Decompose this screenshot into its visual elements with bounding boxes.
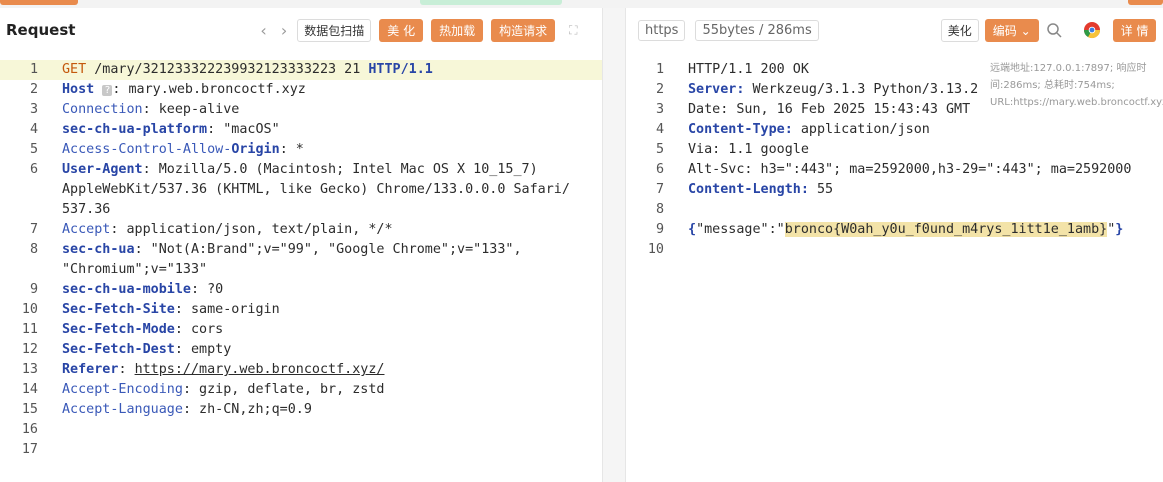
code-line: 9{"message":"bronco{W0ah_y0u_f0und_m4rys… <box>655 222 1124 237</box>
protocol-tag: https <box>638 19 686 41</box>
code-line: 8 <box>655 202 664 217</box>
referer-link[interactable]: https://mary.web.broncoctf.xyz/ <box>134 362 385 377</box>
chrome-icon[interactable] <box>1083 21 1101 39</box>
request-header: Request ‹ › 数据包扫描 美 化 热加载 构造请求 ⛶ <box>0 8 602 52</box>
code-line: "Chromium";v="133" <box>62 262 208 277</box>
flag-highlight: bronco{W0ah_y0u_f0und_m4rys_1itt1e_1amb} <box>784 222 1108 237</box>
pane-divider[interactable] <box>603 8 625 482</box>
beautify-button[interactable]: 美 化 <box>379 18 424 42</box>
active-tab-indicator[interactable] <box>0 0 78 5</box>
code-line: 17 <box>21 442 38 457</box>
hot-reload-button[interactable]: 热加载 <box>431 18 484 42</box>
response-meta: 远端地址:127.0.0.1:7897; 响应时间:286ms; 总耗时:754… <box>990 63 1163 108</box>
code-line: 16 <box>21 422 38 437</box>
search-icon[interactable] <box>1045 21 1063 39</box>
chevron-left-icon[interactable]: ‹ <box>260 20 267 40</box>
code-line: AppleWebKit/537.36 (KHTML, like Gecko) C… <box>62 182 570 197</box>
build-request-button[interactable]: 构造请求 <box>491 18 556 42</box>
chevron-right-icon[interactable]: › <box>280 20 288 40</box>
request-title: Request <box>6 21 76 39</box>
details-button[interactable]: 详 情 <box>1112 18 1157 42</box>
warning-icon: ? <box>102 85 113 96</box>
size-time-tag: 55bytes / 286ms <box>695 19 819 41</box>
packet-scan-button[interactable]: 数据包扫描 <box>297 18 372 42</box>
response-header: https 55bytes / 286ms 美化 编码 ⌄ 详 情 <box>626 8 1163 52</box>
tab-indicator-right[interactable] <box>1128 0 1163 5</box>
beautify-button[interactable]: 美化 <box>940 18 979 42</box>
expand-icon[interactable]: ⛶ <box>569 22 578 37</box>
tab-indicator[interactable] <box>420 0 562 5</box>
encode-dropdown[interactable]: 编码 ⌄ <box>984 18 1039 42</box>
response-pane: https 55bytes / 286ms 美化 编码 ⌄ 详 情 远端地址:1… <box>625 8 1163 482</box>
code-line: 537.36 <box>62 202 111 217</box>
top-toolbar-strip <box>0 0 1163 8</box>
code-line: 10 <box>647 242 664 257</box>
